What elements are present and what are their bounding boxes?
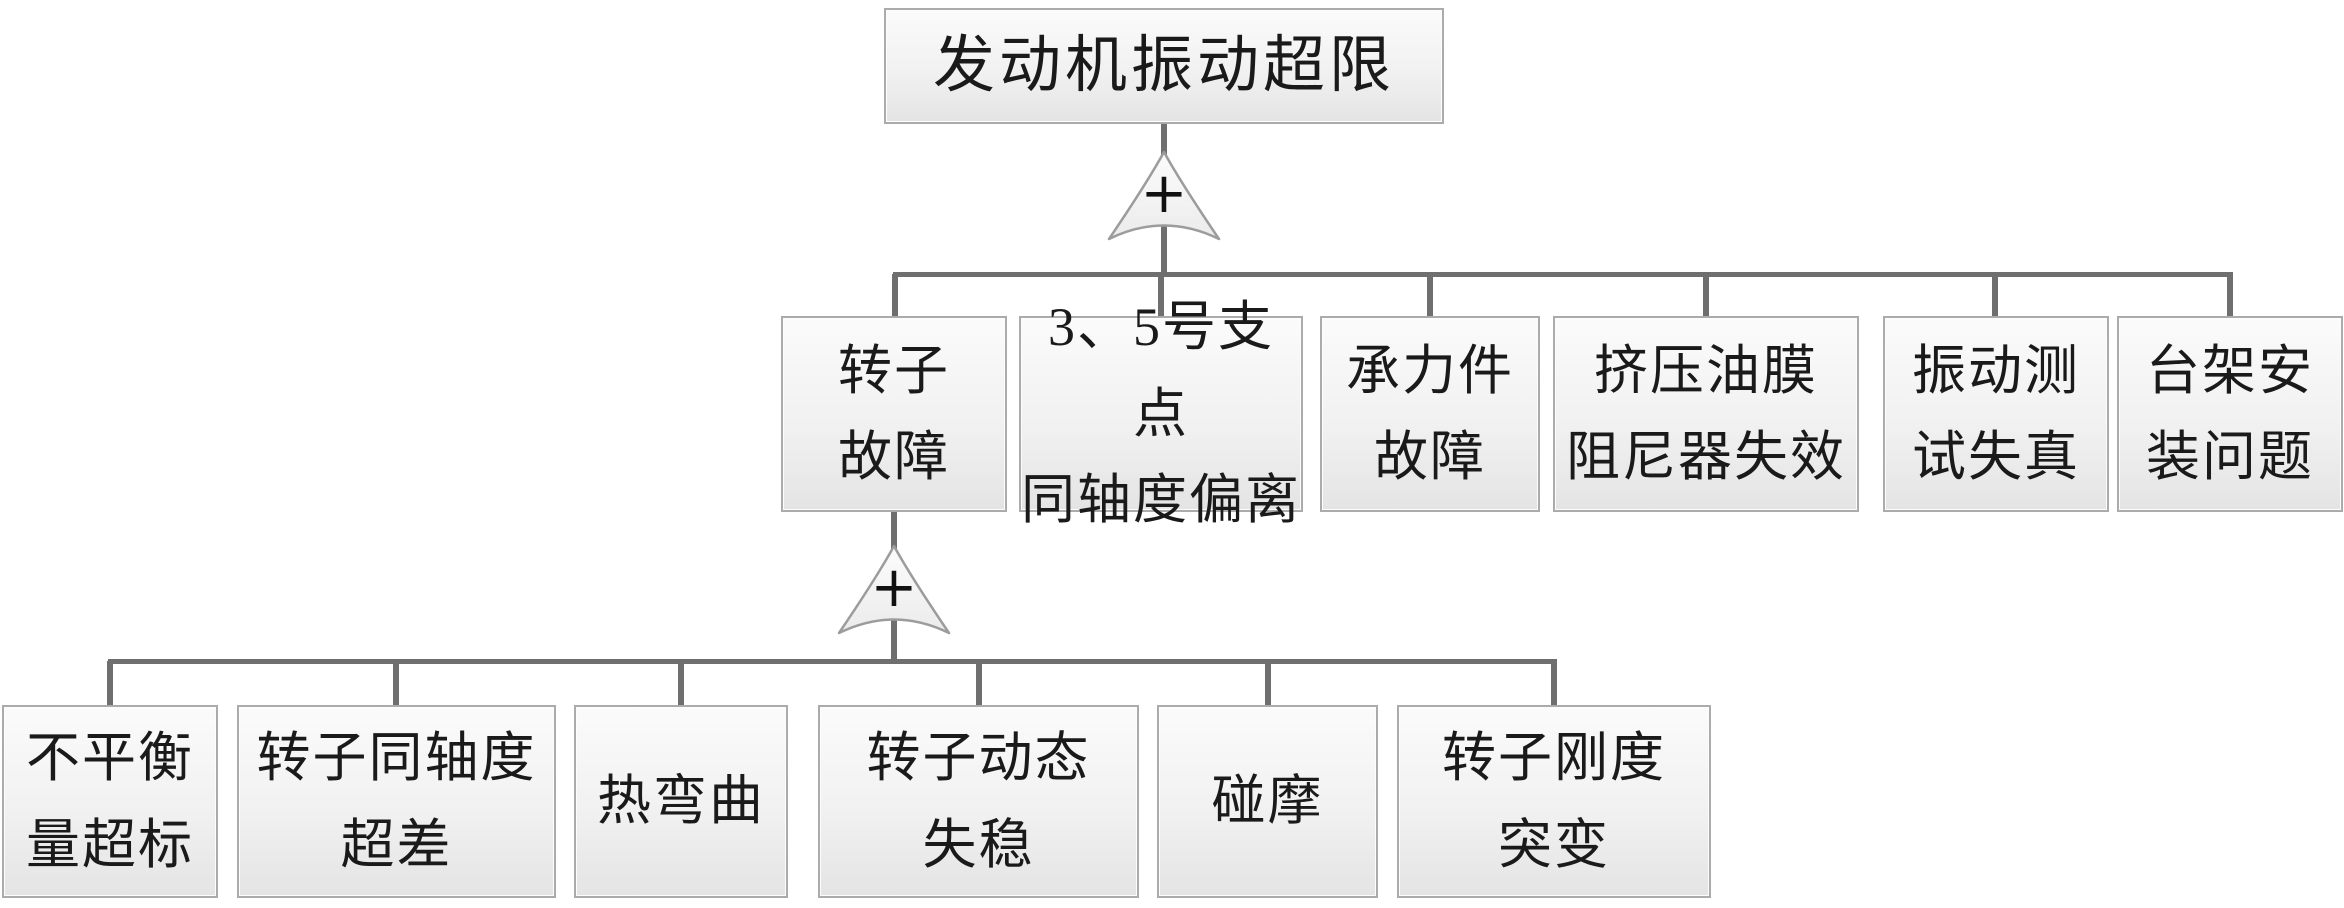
stub-level2-3 <box>1427 274 1433 316</box>
stub-level2-5 <box>1992 274 1998 316</box>
node-label: 振动测 试失真 <box>1912 340 2080 487</box>
node-rotor-stiffness-abrupt-change: 转子刚度 突变 <box>1397 705 1711 898</box>
node-rub-impact: 碰摩 <box>1157 705 1378 898</box>
node-label: 碰摩 <box>1211 771 1324 832</box>
stub-level3-3 <box>678 661 684 706</box>
node-label: 热弯曲 <box>597 771 765 832</box>
or-gate-plus-symbol: + <box>1140 161 1188 227</box>
node-vibration-test-distortion: 振动测 试失真 <box>1883 316 2109 512</box>
stub-level3-1 <box>107 661 113 706</box>
node-label: 挤压油膜 阻尼器失效 <box>1566 340 1846 487</box>
node-pivot-3-5-coaxiality-deviation: 3、5号支点 同轴度偏离 <box>1019 297 1303 530</box>
node-engine-vibration-overlimit: 发动机振动超限 <box>884 8 1444 124</box>
or-gate-plus-symbol: + <box>870 555 918 621</box>
or-gate-1: + <box>1106 150 1222 242</box>
stub-level3-5 <box>1265 661 1271 706</box>
node-rotor-fault: 转子 故障 <box>781 316 1007 512</box>
node-rotor-dynamic-instability: 转子动态 失稳 <box>818 705 1139 898</box>
node-test-rig-installation-problem: 台架安 装问题 <box>2117 316 2343 512</box>
node-label: 转子刚度 突变 <box>1442 728 1666 875</box>
node-label: 不平衡 量超标 <box>26 728 194 875</box>
stub-level3-6 <box>1551 661 1557 706</box>
node-label: 台架安 装问题 <box>2146 340 2314 487</box>
stub-level2-6 <box>2227 274 2233 316</box>
stub-level2-1 <box>892 274 898 316</box>
node-label: 转子 故障 <box>838 340 950 487</box>
or-gate-icon <box>837 544 951 635</box>
node-thermal-bending: 热弯曲 <box>574 705 788 898</box>
or-gate-icon <box>1107 150 1221 241</box>
node-load-bearing-part-fault: 承力件 故障 <box>1320 316 1540 512</box>
node-label: 转子动态 失稳 <box>866 728 1091 875</box>
node-label: 3、5号支点 同轴度偏离 <box>1021 297 1301 531</box>
node-label: 转子同轴度 超差 <box>256 728 537 875</box>
node-rotor-coaxiality-out-of-tolerance: 转子同轴度 超差 <box>237 705 556 898</box>
bus-level2 <box>893 272 2233 277</box>
stub-level3-2 <box>393 661 399 706</box>
stub-level2-4 <box>1703 274 1709 316</box>
stub-level3-4 <box>976 661 982 706</box>
node-squeeze-film-damper-failure: 挤压油膜 阻尼器失效 <box>1553 316 1859 512</box>
bus-level3 <box>108 659 1557 664</box>
node-unbalance-exceeds-standard: 不平衡 量超标 <box>2 705 218 898</box>
node-label: 承力件 故障 <box>1346 340 1514 487</box>
or-gate-2: + <box>836 544 952 636</box>
node-label: 发动机振动超限 <box>932 31 1395 100</box>
stub-level2-2 <box>1158 274 1164 316</box>
